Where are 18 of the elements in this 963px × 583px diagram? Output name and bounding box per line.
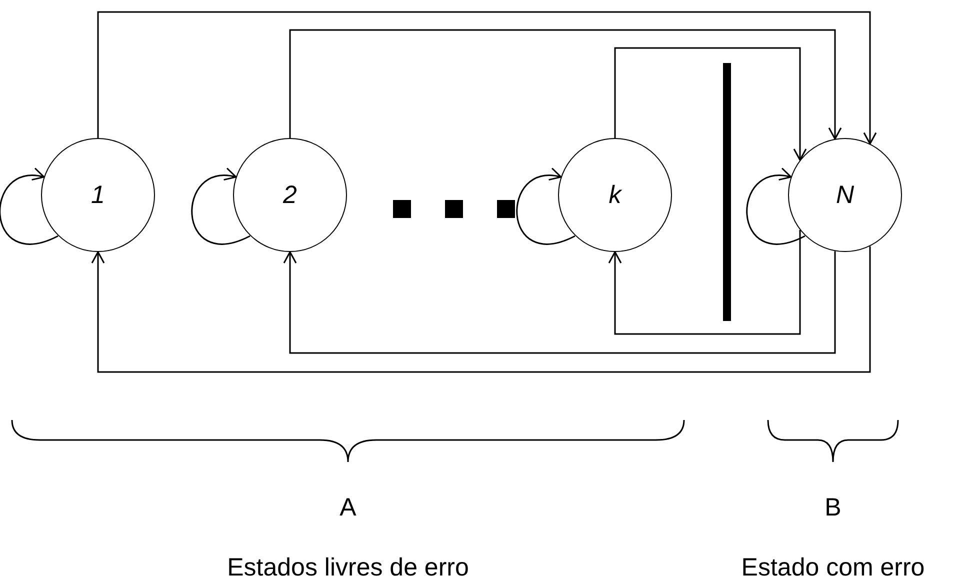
state-label: N (836, 180, 854, 210)
state-label: k (608, 180, 622, 210)
group-letter: B (824, 494, 842, 522)
arrow (283, 251, 836, 354)
arrow (97, 11, 877, 145)
group-caption: Estados livres de erro (227, 554, 469, 582)
state-label: 2 (283, 180, 297, 210)
state-label: 1 (91, 180, 105, 210)
self-loop-arrow (746, 169, 806, 245)
self-loop-arrow (516, 169, 576, 245)
arrow (289, 29, 842, 140)
arrow (91, 246, 871, 373)
self-loop-arrow (191, 169, 250, 245)
arrow (614, 47, 807, 161)
self-loop-arrow (0, 169, 58, 245)
arrow (608, 230, 801, 335)
group-letter: A (340, 494, 356, 522)
group-caption: Estado com erro (741, 554, 925, 582)
